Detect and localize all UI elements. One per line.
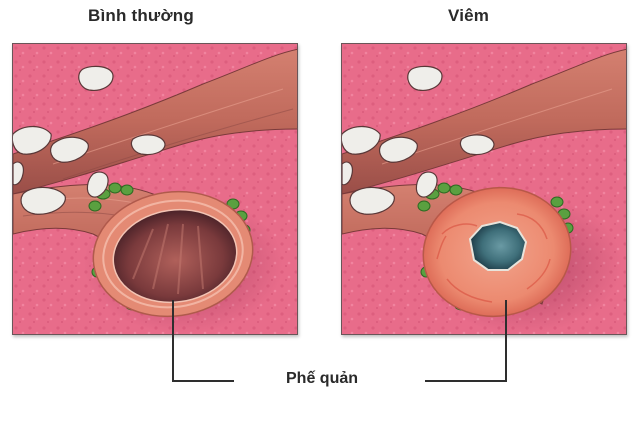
title-normal: Bình thường — [88, 6, 194, 25]
inflamed-bronchus-illustration — [342, 44, 626, 334]
panel-inflamed-bronchus — [341, 43, 627, 335]
leader-line-left-vertical — [172, 300, 174, 381]
normal-bronchus-illustration — [13, 44, 297, 334]
title-inflamed: Viêm — [448, 6, 490, 25]
leader-line-right-horizontal — [425, 380, 507, 382]
panel-normal-bronchus — [12, 43, 298, 335]
caption-bronchus: Phế quản — [286, 370, 359, 387]
leader-line-left-horizontal — [172, 380, 234, 382]
leader-line-right-vertical — [505, 300, 507, 381]
